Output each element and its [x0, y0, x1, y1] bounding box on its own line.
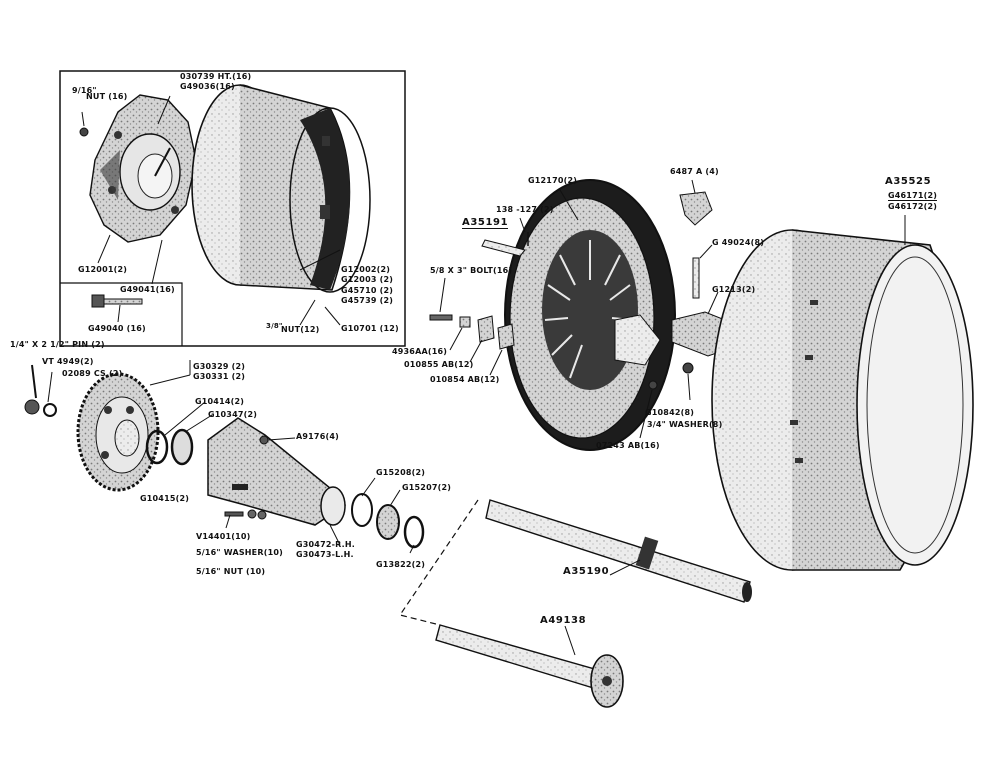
label-g10414: G10414(2) — [195, 397, 245, 406]
label-g30329: G30329 (2) — [193, 362, 246, 371]
label-g15208: G15208(2) — [376, 468, 426, 477]
label-g46171: G46171(2) — [888, 191, 938, 201]
label-g12002: G12002(2) — [341, 265, 391, 274]
nut-small — [79, 127, 89, 137]
key-bar — [481, 232, 529, 257]
label-g49036: G49036(16) — [180, 82, 235, 91]
axle-housing — [207, 417, 347, 526]
axle-shaft-a49138 — [435, 624, 624, 708]
label-a35525: A35525 — [885, 176, 932, 187]
label-a35191: A35191 — [462, 217, 509, 229]
label-g12003: G12003 (2) — [341, 275, 394, 284]
inset-frame — [59, 70, 406, 347]
label-g46172: G46172(2) — [888, 202, 938, 211]
label-g30472: G30472-R.H. — [296, 540, 356, 549]
axle-shaft-a35190 — [485, 499, 752, 603]
label-v14401: V14401(10) — [196, 532, 251, 541]
label-nut-916: NUT (16) — [86, 92, 128, 101]
label-washer-34: 3/4" WASHER(8) — [647, 420, 723, 429]
label-g10842: G10842(8) — [645, 408, 695, 417]
label-nut-516: 5/16" NUT (10) — [196, 567, 266, 576]
label-a9176: A9176(4) — [296, 432, 339, 441]
label-010854: 010854 AB(12) — [430, 375, 500, 384]
inset-rim — [191, 84, 371, 293]
label-010855: 010855 AB(12) — [404, 360, 474, 369]
lug-bolt — [91, 294, 143, 308]
label-vt4949: VT 4949(2) — [42, 357, 94, 366]
label-g10347: G10347(2) — [208, 410, 258, 419]
leader-lines — [47, 95, 906, 656]
label-nut-38: NUT(12) — [281, 325, 320, 334]
hub-wheel-disc — [504, 179, 676, 451]
label-g12170: G12170(2) — [528, 176, 578, 185]
bull-gear — [76, 372, 160, 492]
label-washer-516: 5/16" WASHER(10) — [196, 548, 283, 557]
wheel-center-disc — [89, 94, 197, 243]
label-g45739: G45739 (2) — [341, 296, 394, 305]
label-g49041: G49041(16) — [120, 285, 175, 294]
stud-parts — [224, 509, 267, 520]
label-g45710: G45710 (2) — [341, 286, 394, 295]
label-02089: 02089 CS (2) — [62, 369, 123, 378]
label-g15207: G15207(2) — [402, 483, 452, 492]
label-nut-38-frac: 3/8" — [266, 322, 283, 330]
label-g10701: G10701 (12) — [341, 324, 399, 333]
label-g30473: G30473-L.H. — [296, 550, 354, 559]
label-138-127: 138 -127 (2) — [496, 205, 554, 214]
bearing-set-left — [145, 428, 194, 466]
label-4936aa: 4936AA(16) — [392, 347, 448, 356]
label-a49138: A49138 — [540, 615, 587, 626]
label-nut-916-frac: 9/16" — [72, 86, 97, 95]
bolt-assembly — [429, 314, 515, 350]
label-g1213: G1213(2) — [712, 285, 756, 294]
small-fittings — [24, 364, 57, 417]
label-6487a: 6487 A (4) — [670, 167, 719, 176]
label-07243: 07243 AB(16) — [596, 441, 660, 450]
label-g13822: G13822(2) — [376, 560, 426, 569]
label-g49024: G 49024(8) — [712, 238, 765, 247]
label-a35190: A35190 — [563, 566, 610, 577]
label-g12001: G12001(2) — [78, 265, 128, 274]
label-bolt-58: 5/8 X 3" BOLT(16) — [430, 266, 513, 275]
label-pin: 1/4" X 2 1/2" PIN (2) — [10, 340, 105, 349]
large-rim — [711, 229, 974, 571]
label-g49040: G49040 (16) — [88, 324, 146, 333]
label-g10415: G10415(2) — [140, 494, 190, 503]
bearing-set-right — [351, 493, 425, 549]
label-g30331: G30331 (2) — [193, 372, 246, 381]
label-030739: 030739 HT.(16) — [180, 72, 252, 81]
